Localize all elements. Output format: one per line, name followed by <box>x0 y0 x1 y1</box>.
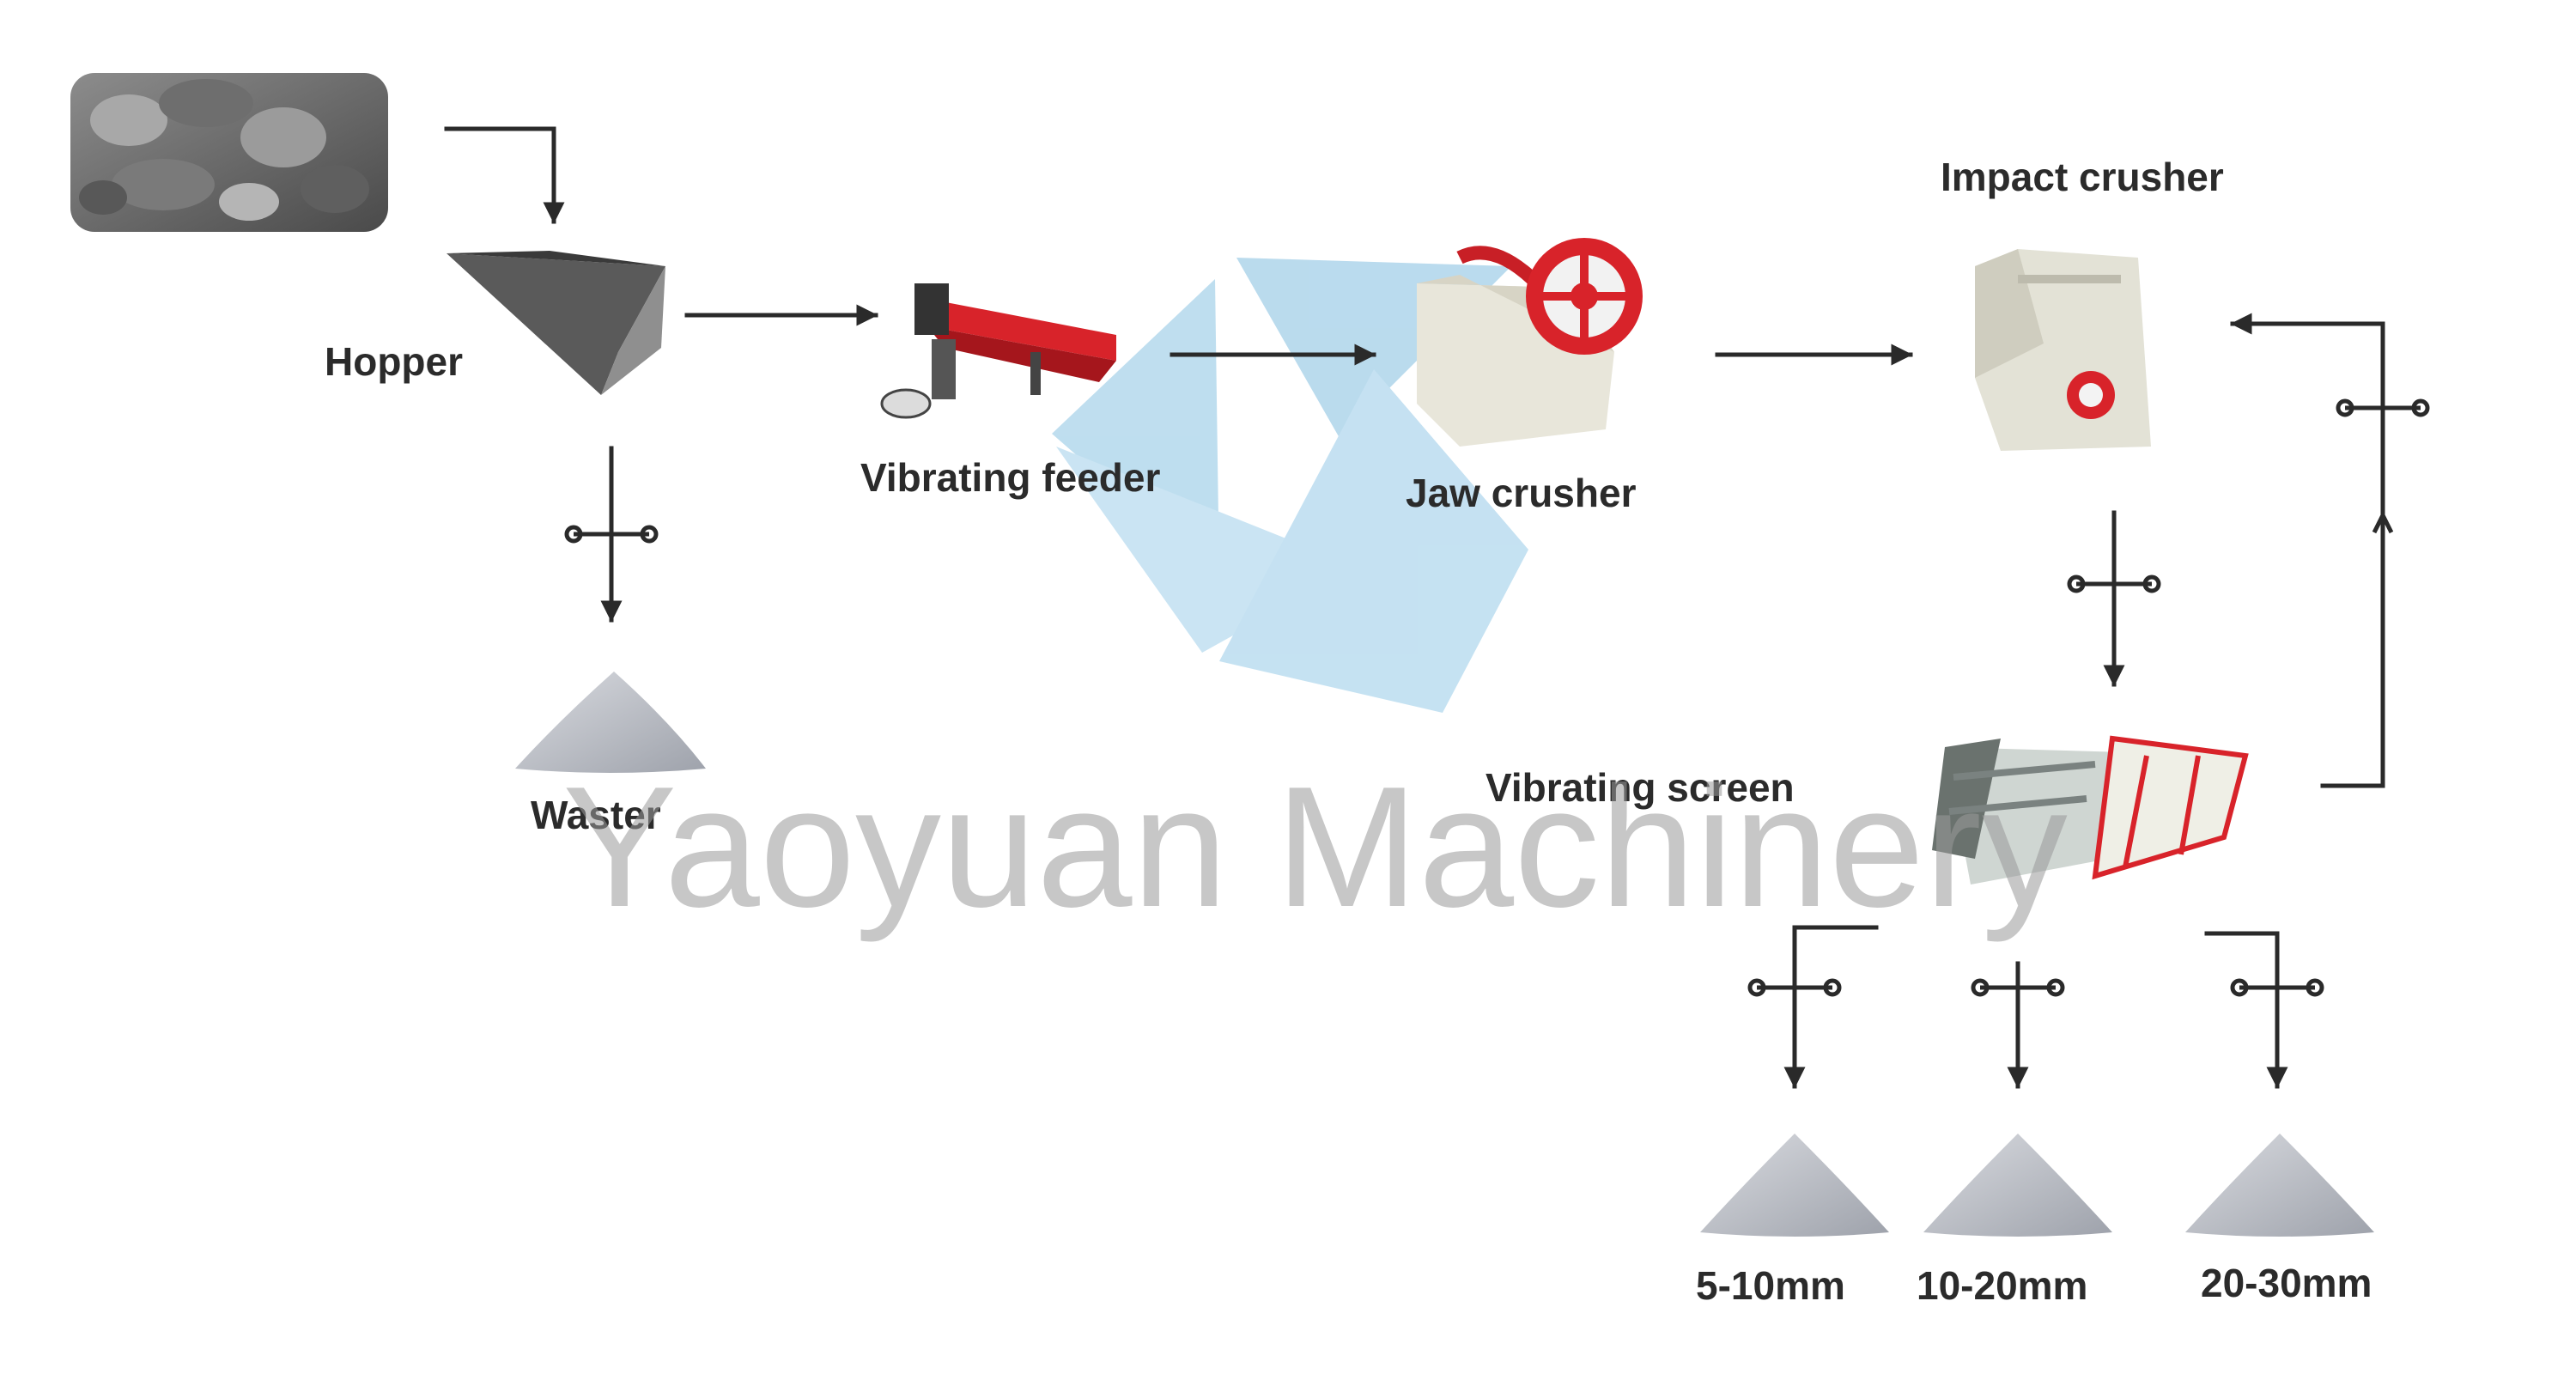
vibrating-screen-label: Vibrating screen <box>1485 765 1795 810</box>
jaw-crusher-icon <box>1417 238 1643 447</box>
valve-icon <box>1747 978 1842 997</box>
arrow-rock-to-hopper <box>444 126 565 224</box>
flow-arrows <box>444 126 2385 1089</box>
arrow-screen-return <box>2230 313 2385 788</box>
vibrating-feeder-label: Vibrating feeder <box>860 455 1160 500</box>
valve-icon <box>2230 978 2324 997</box>
jaw-crusher-label: Jaw crusher <box>1406 471 1637 515</box>
size-20-30-label: 20-30mm <box>2201 1261 2372 1305</box>
arrow-screen-to-5-10 <box>1783 925 1879 1089</box>
impact-crusher-icon <box>1975 249 2151 451</box>
size-10-20-label: 10-20mm <box>1917 1263 2087 1308</box>
raw-rock-image <box>70 73 388 232</box>
hopper-icon <box>447 251 665 395</box>
valve-icon <box>1971 978 2065 997</box>
stockpile-icon <box>1700 1134 1889 1237</box>
waster-label: Waster <box>531 793 661 837</box>
stockpile-icon <box>515 672 706 773</box>
size-5-10-label: 5-10mm <box>1696 1263 1845 1308</box>
stockpile-icon <box>1923 1134 2112 1237</box>
vibrating-feeder-icon <box>880 283 1116 419</box>
valve-icon <box>564 525 659 544</box>
vibrating-screen-icon <box>1932 735 2249 885</box>
watermark-text: Yaoyuan Machinery <box>562 751 2068 943</box>
valve-icon <box>2067 575 2161 593</box>
hopper-label: Hopper <box>325 339 463 384</box>
valve-icon <box>2336 398 2430 417</box>
impact-crusher-label: Impact crusher <box>1941 155 2224 199</box>
stockpile-icon <box>2185 1134 2374 1237</box>
arrow-screen-to-20-30 <box>2204 931 2288 1089</box>
